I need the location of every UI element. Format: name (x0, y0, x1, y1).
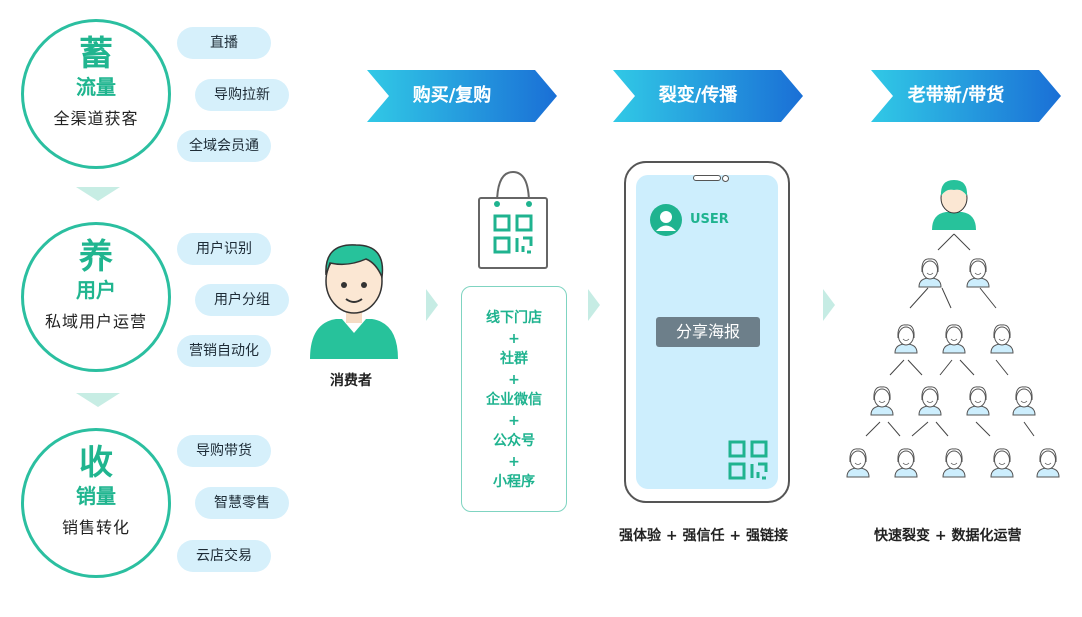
qr-code-icon (728, 440, 768, 480)
plus-sign: + (508, 330, 520, 347)
pill-omni-membership: 全域会员通 (177, 130, 271, 162)
channel-list: 线下门店 + 社群 + 企业微信 + 公众号 + 小程序 (461, 286, 567, 512)
referral-tree (846, 180, 1060, 478)
share-poster-button[interactable]: 分享海报 (656, 317, 760, 347)
pill-guide-acquisition: 导购拉新 (195, 79, 289, 111)
user-label: USER (690, 212, 729, 227)
circle-subtitle: 流量 (76, 75, 116, 99)
user-avatar-icon (650, 204, 682, 236)
circle-big-char: 蓄 (79, 34, 113, 74)
pill-smart-retail: 智慧零售 (195, 487, 289, 519)
circle-nurture-users: 养 用户 私域用户运营 (21, 222, 171, 372)
stage-label: 裂变/传播 (658, 85, 738, 106)
stage-arrow-buy: 购买/复购 (367, 70, 557, 122)
consumer-label: 消费者 (330, 373, 372, 389)
pill-livestream: 直播 (177, 27, 271, 59)
circle-subtitle: 销量 (76, 484, 116, 508)
stage-arrow-viral: 裂变/传播 (613, 70, 803, 122)
stage-arrow-referral: 老带新/带货 (871, 70, 1061, 122)
pill-cloud-store: 云店交易 (177, 540, 271, 572)
circle-big-char: 养 (79, 237, 113, 277)
down-arrow-icon (76, 187, 120, 201)
person-icon (310, 244, 398, 359)
circle-accumulate-traffic: 蓄 流量 全渠道获客 (21, 19, 171, 169)
plus-sign: + (508, 412, 520, 429)
qr-code-icon (493, 214, 533, 254)
pill-user-identify: 用户识别 (177, 233, 271, 265)
stage-label: 老带新/带货 (907, 85, 1005, 106)
plus-sign: + (508, 453, 520, 470)
stage-label: 购买/复购 (412, 85, 492, 106)
tree-caption: 快速裂变 + 数据化运营 (874, 528, 1022, 544)
chevron-right-icon (823, 289, 835, 321)
shopping-bag-icon (478, 170, 548, 269)
circle-description: 私域用户运营 (44, 312, 147, 331)
circle-description: 全渠道获客 (53, 109, 139, 128)
channel-mini-program: 小程序 (493, 474, 535, 490)
chevron-right-icon (426, 289, 438, 321)
chevron-right-icon (588, 289, 600, 321)
circle-big-char: 收 (79, 443, 113, 483)
pill-marketing-automation: 营销自动化 (177, 335, 271, 367)
person-icon (932, 180, 976, 230)
phone-caption: 强体验 + 强信任 + 强链接 (619, 528, 788, 544)
channel-community: 社群 (500, 351, 528, 367)
circle-subtitle: 用户 (76, 278, 116, 302)
pill-guide-selling: 导购带货 (177, 435, 271, 467)
channel-offline-store: 线下门店 (486, 310, 542, 326)
circle-harvest-sales: 收 销量 销售转化 (21, 428, 171, 578)
down-arrow-icon (76, 393, 120, 407)
channel-wecom: 企业微信 (486, 392, 542, 408)
phone-camera (722, 175, 729, 182)
pill-user-group: 用户分组 (195, 284, 289, 316)
phone-speaker (693, 175, 721, 181)
plus-sign: + (508, 371, 520, 388)
channel-official-account: 公众号 (493, 433, 535, 449)
circle-description: 销售转化 (61, 518, 130, 537)
